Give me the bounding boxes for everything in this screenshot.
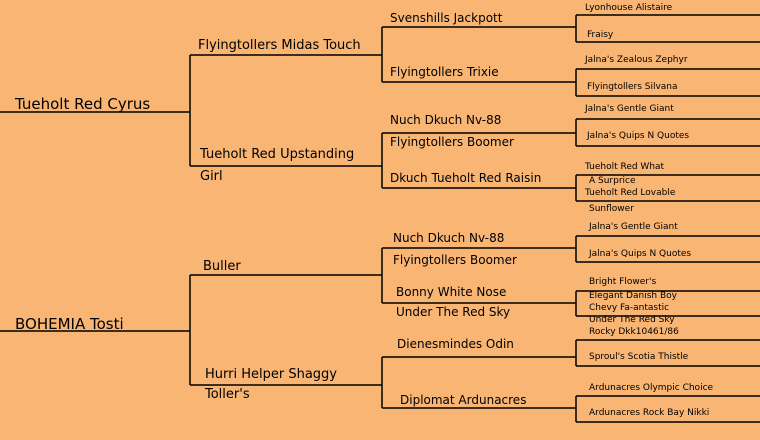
g4-14-name: Sproul's Scotia Thistle (589, 352, 689, 362)
g4-16-name: Ardunacres Rock Bay Nikki (589, 408, 710, 418)
g4-8-name-line1: Tueholt Red Lovable (585, 188, 676, 198)
g4-8-name-line2: Sunflower (589, 204, 634, 214)
dss-name-line2: Flyingtollers Boomer (393, 253, 517, 267)
sire-dam-name-line2: Girl (200, 169, 223, 184)
dds-name: Dienesmindes Odin (397, 337, 514, 351)
g4-5-name: Jalna's Gentle Giant (585, 104, 674, 114)
g4-9-name: Jalna's Gentle Giant (589, 222, 678, 232)
dam-name: BOHEMIA Tosti (15, 315, 124, 333)
g4-7-name-line2: A Surprice (589, 176, 636, 186)
g4-11-name-line1: Bright Flower's (589, 277, 657, 287)
g4-2-name: Fraisy (587, 30, 614, 40)
sire-dam-name-line1: Tueholt Red Upstanding (200, 147, 355, 162)
dam-dam-name-line2: Toller's (205, 387, 250, 402)
dss-name-line1: Nuch Dkuch Nv-88 (393, 231, 505, 245)
sire-sire-name: Flyingtollers Midas Touch (198, 38, 361, 53)
g4-13-name: Rocky Dkk10461/86 (589, 327, 679, 337)
sdd-name: Dkuch Tueholt Red Raisin (390, 171, 542, 185)
g4-10-name: Jalna's Quips N Quotes (589, 249, 692, 259)
g4-4-name: Flyingtollers Silvana (587, 82, 678, 92)
dsd-name-line1: Bonny White Nose (396, 285, 507, 299)
sds-name-line1: Nuch Dkuch Nv-88 (390, 113, 502, 127)
ssd-name: Flyingtollers Trixie (390, 65, 499, 79)
g4-1-name: Lyonhouse Alistaire (585, 3, 673, 13)
g4-3-name: Jalna's Zealous Zephyr (585, 55, 688, 65)
g4-11-name-line2: Elegant Danish Boy (589, 291, 677, 301)
g4-12-name-line2: Under The Red Sky (589, 315, 675, 325)
sds-name-line2: Flyingtollers Boomer (390, 135, 514, 149)
dam-dam-name-line1: Hurri Helper Shaggy (205, 367, 337, 382)
ddd-name: Diplomat Ardunacres (400, 393, 527, 407)
dam-sire-name: Buller (203, 259, 241, 274)
dsd-name-line2: Under The Red Sky (396, 305, 511, 319)
g4-6-name: Jalna's Quips N Quotes (587, 131, 690, 141)
sss-name: Svenshills Jackpott (390, 11, 503, 25)
g4-12-name-line1: Chevy Fa-antastic (589, 303, 670, 313)
sire-name: Tueholt Red Cyrus (15, 95, 151, 113)
g4-7-name-line1: Tueholt Red What (585, 162, 665, 172)
g4-15-name: Ardunacres Olympic Choice (589, 383, 714, 393)
